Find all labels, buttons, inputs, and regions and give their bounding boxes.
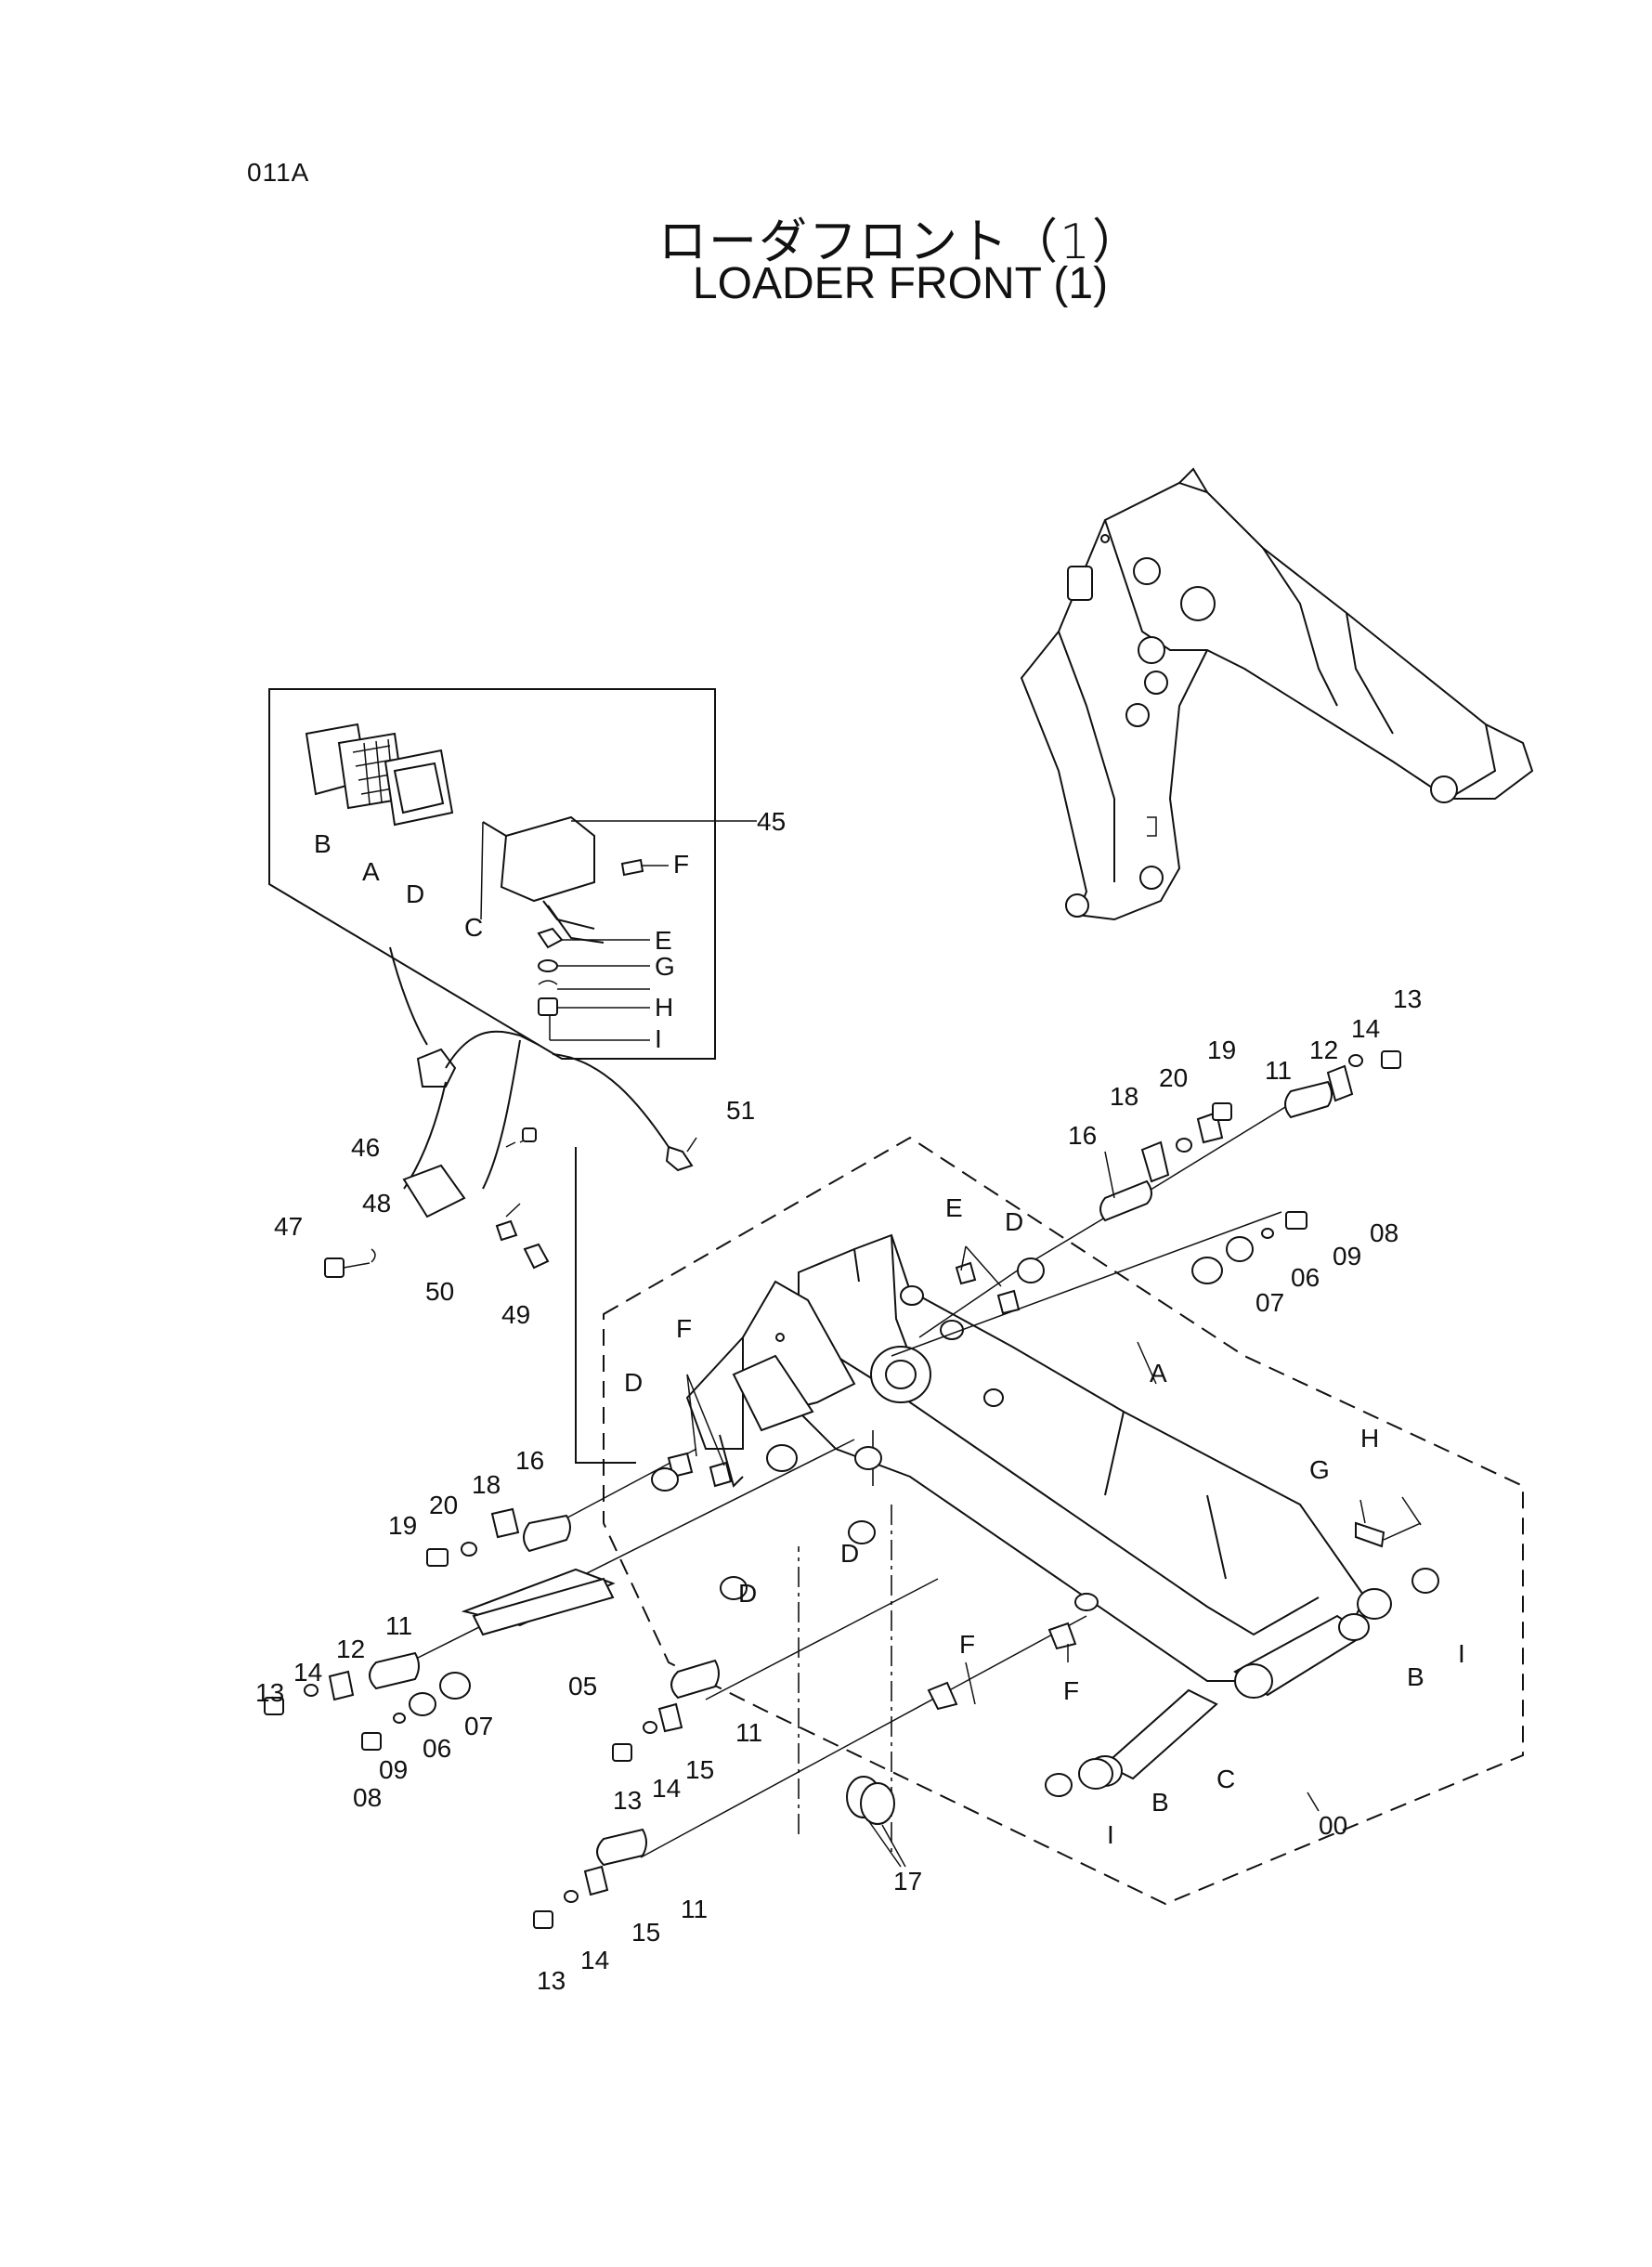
top-right-pins — [667, 1050, 1401, 1488]
callout-13-left: 13 — [255, 1678, 284, 1707]
callout-08-top: 08 — [1370, 1218, 1398, 1247]
callout-13-bottom-a: 13 — [613, 1786, 642, 1815]
callout-50: 50 — [425, 1277, 454, 1306]
assembled-front-view — [1020, 467, 1534, 921]
callout-07-left: 07 — [464, 1712, 493, 1740]
callout-06-left: 06 — [423, 1734, 451, 1763]
callout-11-bottom-a: 11 — [735, 1718, 762, 1747]
callout-I-bottom: I — [1107, 1820, 1114, 1849]
callout-D-top: D — [1005, 1207, 1023, 1236]
callout-11-left: 11 — [385, 1611, 412, 1640]
work-lamp-inset — [268, 688, 757, 1060]
callout-11-bottom-b: 11 — [681, 1895, 708, 1923]
callout-11-top: 11 — [1265, 1056, 1292, 1085]
callout-lamp-D: D — [406, 879, 424, 908]
callout-19-top: 19 — [1207, 1036, 1236, 1064]
bottom-pins — [533, 1521, 1439, 1929]
callout-09-left: 09 — [379, 1755, 408, 1784]
left-pins — [264, 1444, 1077, 1751]
callout-leaders — [686, 1151, 1422, 1868]
callout-07-top: 07 — [1255, 1288, 1284, 1317]
callout-15-bottom-a: 15 — [685, 1755, 714, 1784]
callout-H-mid: H — [1360, 1424, 1379, 1453]
callout-lamp-F: F — [673, 850, 689, 879]
callout-17: 17 — [893, 1867, 922, 1896]
callout-15-bottom-b: 15 — [631, 1918, 660, 1947]
callout-D-mid-2: D — [738, 1579, 757, 1608]
callout-C-bottom: C — [1216, 1765, 1235, 1793]
page-title-japanese: ローダフロント（1） — [657, 215, 1143, 270]
callout-12-left: 12 — [336, 1635, 365, 1663]
callout-B-bottom: B — [1151, 1788, 1169, 1817]
callout-lamp-I: I — [655, 1024, 662, 1053]
callout-09-top: 09 — [1333, 1242, 1361, 1270]
callout-lamp-A: A — [362, 857, 380, 886]
callout-13-top: 13 — [1393, 984, 1422, 1013]
callout-lamp-B: B — [314, 829, 332, 858]
callout-16-top: 16 — [1068, 1121, 1097, 1150]
callout-F-mid-2: F — [959, 1630, 975, 1659]
callout-E-top: E — [945, 1193, 963, 1222]
callout-13-bottom-b: 13 — [537, 1966, 566, 1995]
callout-I-mid: I — [1458, 1639, 1465, 1668]
callout-49: 49 — [501, 1300, 530, 1329]
callout-47: 47 — [274, 1212, 303, 1241]
callout-46: 46 — [351, 1133, 380, 1162]
callout-14-left: 14 — [293, 1658, 322, 1687]
callout-00: 00 — [1319, 1811, 1347, 1840]
callout-lamp-E: E — [655, 926, 672, 955]
page-code: 011A — [247, 158, 310, 187]
boom-body — [685, 1233, 1370, 1699]
callout-D-mid-3: D — [840, 1539, 859, 1568]
callout-18-left: 18 — [472, 1470, 501, 1499]
callout-08-left: 08 — [353, 1783, 382, 1812]
callout-G-mid: G — [1309, 1455, 1330, 1484]
callout-19-left: 19 — [388, 1511, 417, 1540]
callout-51: 51 — [726, 1096, 755, 1125]
callout-14-top: 14 — [1351, 1014, 1380, 1043]
callout-05: 05 — [568, 1672, 597, 1700]
callout-20-left: 20 — [429, 1491, 458, 1519]
callout-16-left: 16 — [515, 1446, 544, 1475]
callout-14-bottom-a: 14 — [652, 1774, 681, 1803]
callout-12-top: 12 — [1309, 1036, 1338, 1064]
callout-45: 45 — [757, 807, 786, 836]
callout-14-bottom-b: 14 — [580, 1946, 609, 1974]
callout-D-mid-1: D — [624, 1368, 643, 1397]
callout-A-boom: A — [1150, 1359, 1167, 1388]
callout-lamp-H: H — [655, 993, 673, 1022]
callout-F-mid-3: F — [1063, 1676, 1079, 1705]
assembly-outline — [603, 1136, 1524, 1906]
callout-48: 48 — [362, 1189, 391, 1218]
callout-lamp-C: C — [464, 913, 483, 942]
lamp-harness — [324, 946, 697, 1278]
page-title-english: LOADER FRONT (1) — [692, 259, 1109, 308]
callout-F-mid: F — [676, 1314, 692, 1343]
callout-lamp-G: G — [655, 952, 675, 981]
callout-20-top: 20 — [1159, 1063, 1188, 1092]
callout-18-top: 18 — [1110, 1082, 1138, 1111]
callout-B-mid: B — [1407, 1662, 1424, 1691]
callout-06-top: 06 — [1291, 1263, 1320, 1292]
